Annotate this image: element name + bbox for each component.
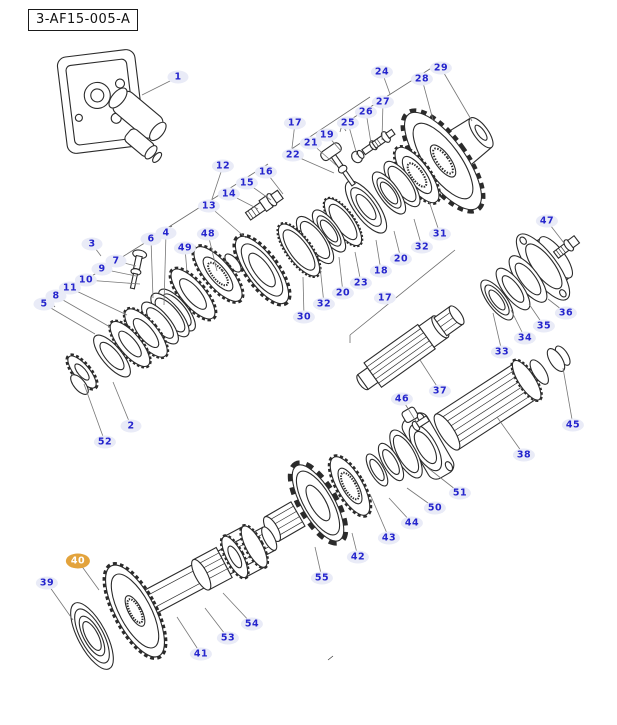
ring-43 bbox=[365, 453, 389, 487]
mainshaft-gear-row bbox=[232, 108, 494, 307]
callout-14[interactable]: 14 bbox=[217, 187, 241, 201]
callout-12[interactable]: 12 bbox=[211, 159, 235, 173]
callout-28[interactable]: 28 bbox=[410, 72, 434, 86]
splined-gear-54 bbox=[219, 523, 270, 580]
callout-53[interactable]: 53 bbox=[216, 631, 240, 645]
callout-55[interactable]: 55 bbox=[310, 571, 334, 585]
callout-20[interactable]: 20 bbox=[331, 286, 355, 300]
callout-21[interactable]: 21 bbox=[299, 136, 323, 150]
callout-24[interactable]: 24 bbox=[370, 65, 394, 79]
callout-16[interactable]: 16 bbox=[254, 165, 278, 179]
callout-2[interactable]: 2 bbox=[120, 419, 142, 433]
stray-mark bbox=[327, 655, 334, 661]
callout-37[interactable]: 37 bbox=[428, 384, 452, 398]
cup-18 bbox=[344, 180, 388, 234]
callout-50[interactable]: 50 bbox=[423, 501, 447, 515]
callout-41[interactable]: 41 bbox=[189, 647, 213, 661]
gear-55 bbox=[287, 460, 349, 546]
callout-42[interactable]: 42 bbox=[346, 550, 370, 564]
callout-49[interactable]: 49 bbox=[173, 241, 197, 255]
callout-15[interactable]: 15 bbox=[235, 176, 259, 190]
housing-part bbox=[56, 49, 167, 163]
reference-label: 3-AF15-005-A bbox=[36, 12, 131, 27]
callout-44[interactable]: 44 bbox=[400, 516, 424, 530]
cone-20a bbox=[311, 209, 347, 253]
synchro-ring-30 bbox=[276, 221, 322, 279]
bolt-47 bbox=[552, 234, 581, 259]
cone-44 bbox=[377, 442, 405, 482]
callout-52[interactable]: 52 bbox=[93, 435, 117, 449]
shaft-38 bbox=[433, 358, 549, 451]
spline-53 bbox=[191, 546, 233, 591]
callout-40[interactable]: 40 bbox=[65, 553, 91, 569]
shaft-41 bbox=[143, 523, 278, 615]
callout-46[interactable]: 46 bbox=[390, 392, 414, 406]
callout-48[interactable]: 48 bbox=[196, 227, 220, 241]
gear-42 bbox=[327, 454, 373, 518]
hub-spline-55 bbox=[262, 501, 306, 542]
callout-29[interactable]: 29 bbox=[429, 61, 453, 75]
callout-31[interactable]: 31 bbox=[428, 227, 452, 241]
shaft-37 bbox=[356, 305, 465, 391]
bearing-33 bbox=[480, 279, 514, 321]
callout-32[interactable]: 32 bbox=[312, 297, 336, 311]
callout-38[interactable]: 38 bbox=[512, 448, 536, 462]
bolt-27 bbox=[371, 128, 396, 149]
callout-23[interactable]: 23 bbox=[349, 276, 373, 290]
ring-32b bbox=[383, 160, 421, 208]
callout-54[interactable]: 54 bbox=[240, 617, 264, 631]
callout-3[interactable]: 3 bbox=[81, 237, 103, 251]
ring-23 bbox=[322, 196, 364, 248]
callout-20[interactable]: 20 bbox=[389, 252, 413, 266]
callout-17[interactable]: 17 bbox=[283, 116, 307, 130]
callout-39[interactable]: 39 bbox=[35, 576, 59, 590]
callout-43[interactable]: 43 bbox=[377, 531, 401, 545]
gear-31 bbox=[392, 145, 442, 205]
callout-30[interactable]: 30 bbox=[292, 310, 316, 324]
callout-6[interactable]: 6 bbox=[140, 232, 162, 246]
callout-45[interactable]: 45 bbox=[561, 418, 585, 432]
coupler-36 bbox=[515, 233, 574, 301]
cone-20b bbox=[371, 171, 407, 215]
reference-label-box: 3-AF15-005-A bbox=[28, 9, 139, 31]
callout-1[interactable]: 1 bbox=[167, 70, 189, 84]
callout-18[interactable]: 18 bbox=[369, 264, 393, 278]
callout-47[interactable]: 47 bbox=[535, 214, 559, 228]
callout-33[interactable]: 33 bbox=[490, 345, 514, 359]
callout-32[interactable]: 32 bbox=[410, 240, 434, 254]
callout-17[interactable]: 17 bbox=[373, 291, 397, 305]
bearing-39 bbox=[70, 602, 114, 670]
spacer-2 bbox=[93, 334, 131, 378]
callout-11[interactable]: 11 bbox=[58, 281, 82, 295]
callout-26[interactable]: 26 bbox=[354, 105, 378, 119]
gear-13 bbox=[232, 233, 292, 307]
callout-36[interactable]: 36 bbox=[554, 306, 578, 320]
upper-left-gear-assembly bbox=[65, 244, 245, 395]
cover-50 bbox=[389, 429, 423, 479]
callout-27[interactable]: 27 bbox=[371, 95, 395, 109]
gear-40 bbox=[102, 562, 168, 660]
callout-22[interactable]: 22 bbox=[281, 148, 305, 162]
ring-34 bbox=[495, 267, 531, 311]
callout-34[interactable]: 34 bbox=[513, 331, 537, 345]
callout-51[interactable]: 51 bbox=[448, 486, 472, 500]
callout-9[interactable]: 9 bbox=[91, 262, 113, 276]
callout-35[interactable]: 35 bbox=[532, 319, 556, 333]
synchro-gear-a bbox=[108, 319, 152, 369]
callout-25[interactable]: 25 bbox=[336, 116, 360, 130]
callout-13[interactable]: 13 bbox=[197, 199, 221, 213]
gear-49 bbox=[168, 266, 218, 322]
